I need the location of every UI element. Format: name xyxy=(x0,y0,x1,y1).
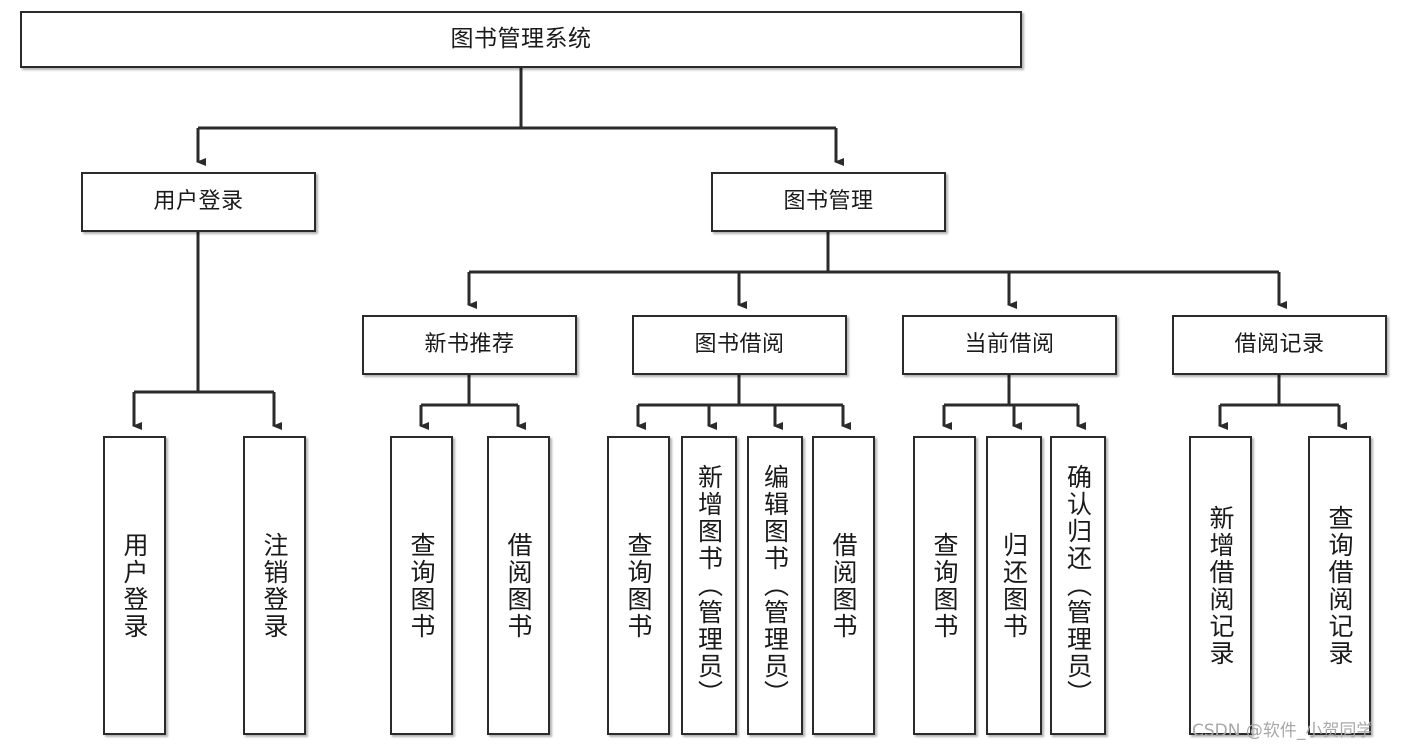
node-new-book-rec[interactable]: 新书推荐 xyxy=(362,315,577,375)
node-leaf-query-book-1[interactable]: 查询图书 xyxy=(390,436,453,735)
node-leaf-add-book[interactable]: 新增图书（管理员） xyxy=(681,436,737,735)
node-leaf-query-record[interactable]: 查询借阅记录 xyxy=(1308,436,1371,735)
node-new-book-rec-label: 新书推荐 xyxy=(424,331,515,357)
node-leaf-query-record-label: 查询借阅记录 xyxy=(1325,504,1354,667)
node-leaf-return-book[interactable]: 归还图书 xyxy=(986,436,1042,735)
node-borrow-record[interactable]: 借阅记录 xyxy=(1172,315,1387,375)
node-leaf-add-record[interactable]: 新增借阅记录 xyxy=(1189,436,1252,735)
node-leaf-query-book-2-label: 查询图书 xyxy=(624,531,653,640)
node-leaf-confirm-return-label: 确认归还（管理员） xyxy=(1063,464,1093,707)
node-leaf-user-login-label: 用户登录 xyxy=(120,531,149,640)
csdn-watermark: CSDN @软件_小贺同学 xyxy=(1192,721,1374,741)
node-leaf-borrow-book-2[interactable]: 借阅图书 xyxy=(812,436,875,735)
node-leaf-query-book-3-label: 查询图书 xyxy=(930,531,959,640)
node-leaf-logout-label: 注销登录 xyxy=(260,531,289,640)
node-book-borrow[interactable]: 图书借阅 xyxy=(632,315,847,375)
node-root-label: 图书管理系统 xyxy=(450,25,592,52)
node-book-borrow-label: 图书借阅 xyxy=(694,331,785,357)
node-leaf-logout[interactable]: 注销登录 xyxy=(243,436,306,735)
node-leaf-borrow-book-2-label: 借阅图书 xyxy=(829,531,858,640)
node-leaf-return-book-label: 归还图书 xyxy=(999,531,1029,640)
node-leaf-confirm-return[interactable]: 确认归还（管理员） xyxy=(1050,436,1106,735)
node-leaf-edit-book-label: 编辑图书（管理员） xyxy=(760,464,790,707)
node-user-login-label: 用户登录 xyxy=(153,188,244,214)
node-book-manage[interactable]: 图书管理 xyxy=(711,172,946,232)
node-current-borrow-label: 当前借阅 xyxy=(964,331,1055,357)
node-user-login[interactable]: 用户登录 xyxy=(81,172,316,232)
node-leaf-borrow-book-1-label: 借阅图书 xyxy=(504,531,533,640)
node-book-manage-label: 图书管理 xyxy=(783,188,874,214)
node-leaf-query-book-2[interactable]: 查询图书 xyxy=(607,436,670,735)
node-leaf-borrow-book-1[interactable]: 借阅图书 xyxy=(487,436,550,735)
node-leaf-query-book-3[interactable]: 查询图书 xyxy=(913,436,976,735)
node-leaf-user-login[interactable]: 用户登录 xyxy=(103,436,166,735)
node-leaf-add-book-label: 新增图书（管理员） xyxy=(694,464,724,707)
node-current-borrow[interactable]: 当前借阅 xyxy=(902,315,1117,375)
node-leaf-add-record-label: 新增借阅记录 xyxy=(1206,504,1235,667)
node-borrow-record-label: 借阅记录 xyxy=(1234,331,1325,357)
node-root[interactable]: 图书管理系统 xyxy=(20,11,1022,68)
node-leaf-query-book-1-label: 查询图书 xyxy=(407,531,436,640)
node-leaf-edit-book[interactable]: 编辑图书（管理员） xyxy=(747,436,803,735)
